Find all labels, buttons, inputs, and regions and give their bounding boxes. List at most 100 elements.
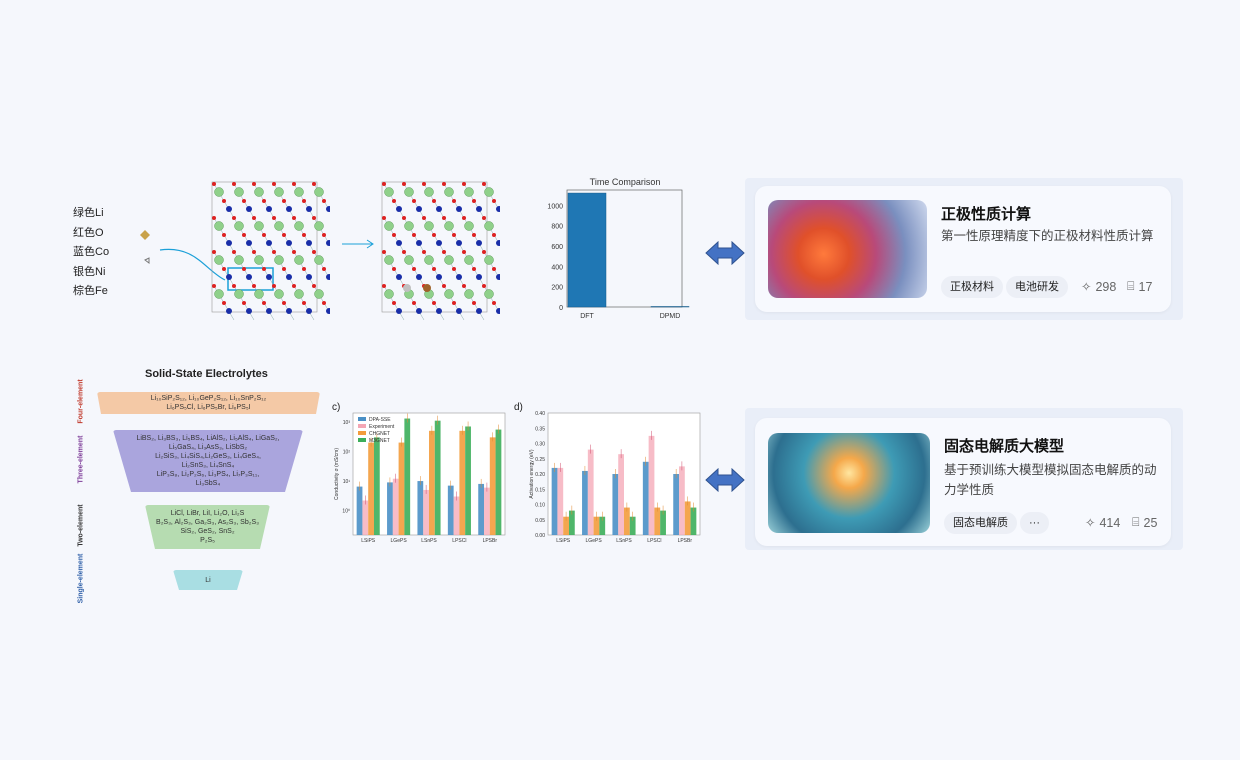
funnel-level: Li [173,570,243,590]
cobalt-atom [246,274,252,280]
bar [648,435,655,535]
lithium-atom [384,255,394,265]
oxygen-atom [252,182,256,186]
cobalt-atom [396,240,402,246]
x-tick-label: LSiPS [556,538,571,544]
oxygen-atom [222,199,226,203]
cobalt-atom [286,206,292,212]
oxygen-atom [242,233,246,237]
tag[interactable]: 正极材料 [941,276,1003,298]
lithium-atom [444,255,454,265]
cobalt-atom [396,206,402,212]
y-tick-label: 600 [551,244,563,251]
lithium-atom [314,187,324,197]
oxygen-atom [442,182,446,186]
y-axis-label: Activation energy (eV) [529,449,535,499]
oxygen-atom [442,284,446,288]
unit-cell [381,181,488,313]
x-tick-label: LSnPS [616,538,632,544]
oxygen-atom [452,199,456,203]
bar [557,467,564,535]
oxygen-atom [452,267,456,271]
more-tags-button[interactable]: ··· [1020,512,1049,534]
x-tick-label: LPSBr [483,538,498,544]
bar [599,516,606,535]
oxygen-atom [322,267,326,271]
oxygen-atom [382,250,386,254]
likes-stat: ✧298 [1081,279,1116,295]
app-card-cathode[interactable]: 正极性质计算 第一性原理精度下的正极材料性质计算 正极材料 电池研发 ✧298 … [755,186,1171,312]
oxygen-atom [472,233,476,237]
oxygen-atom [212,250,216,254]
oxygen-atom [262,267,266,271]
oxygen-atom [232,284,236,288]
nickel-atom [403,284,411,292]
oxygen-atom [442,216,446,220]
bar [392,478,399,535]
bar [612,474,619,535]
oxygen-atom [452,233,456,237]
unit-cell [211,181,318,313]
cobalt-atom [226,308,232,314]
y-tick-label: 800 [551,224,563,231]
cobalt-atom [396,308,402,314]
card-description: 基于预训练大模型模拟固态电解质的动力学性质 [944,463,1157,497]
lithium-atom [464,289,474,299]
x-tick-label: LGePS [586,538,603,544]
comments-count: 17 [1138,279,1153,294]
cobalt-atom [436,240,442,246]
cobalt-atom [306,308,312,314]
bar [684,501,691,535]
oxygen-atom [292,182,296,186]
y-tick-label: 0.20 [535,472,545,478]
lithium-atom [214,289,224,299]
bar [582,470,588,535]
tag[interactable]: 固态电解质 [944,512,1017,534]
oxygen-atom [282,267,286,271]
cobalt-atom [476,274,482,280]
oxygen-atom [322,301,326,305]
formula-line: Li₆PS₅Cl, Li₆PS₅Br, Li₆PS₅I [166,404,251,411]
app-card-electrolyte[interactable]: 固态电解质大模型 基于预训练大模型模拟固态电解质的动力学性质 固态电解质 ···… [755,418,1171,546]
oxygen-atom [482,182,486,186]
oxygen-atom [492,267,496,271]
bar [650,306,690,308]
oxygen-atom [242,267,246,271]
lithium-atom [214,255,224,265]
oxygen-atom [392,301,396,305]
cobalt-atom [496,206,500,212]
oxygen-atom [282,233,286,237]
cobalt-atom [326,308,330,314]
bar [387,482,393,535]
oxygen-atom [432,267,436,271]
oxygen-atom [432,301,436,305]
oxygen-atom [432,233,436,237]
oxygen-atom [322,233,326,237]
cobalt-atom [266,274,272,280]
bar [551,467,558,535]
lithium-atom [214,187,224,197]
formula-line: P₂S₅ [200,537,215,544]
y-tick-label: 0.00 [535,533,545,539]
bar [489,437,496,535]
lithium-atom [384,289,394,299]
y-tick-label: 10⁰ [342,509,350,515]
tag[interactable]: 电池研发 [1006,276,1068,298]
cobalt-atom [266,308,272,314]
y-tick-label: 0.15 [535,487,545,493]
card-title: 固态电解质大模型 [944,438,1065,455]
oxygen-atom [262,199,266,203]
bar [423,489,429,535]
comment-icon: ⌸ [1132,515,1140,529]
cobalt-atom [246,308,252,314]
lithium-atom [444,187,454,197]
oxygen-atom [232,250,236,254]
formula-line: Li₂SnS₃, Li₄SnS₄ [181,462,235,469]
legend-swatch [358,438,366,442]
chart-title: Time Comparison [590,177,661,187]
comments-count: 25 [1143,515,1158,530]
lithium-atom [464,255,474,265]
lithium-atom [424,221,434,231]
